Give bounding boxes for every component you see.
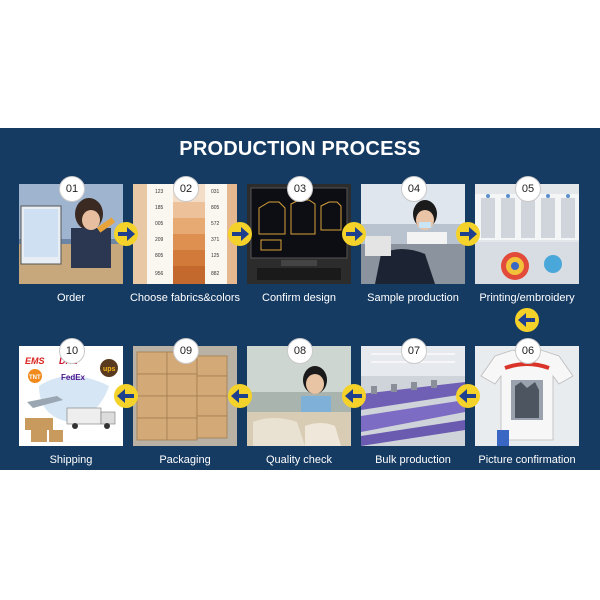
- swatch-code: 005: [155, 221, 164, 227]
- step-label: Confirm design: [262, 292, 336, 304]
- step-number-badge: 06: [515, 338, 541, 364]
- step-number-badge: 04: [401, 176, 427, 202]
- right-arrow-icon: [228, 222, 252, 246]
- swatch-code: 572: [211, 221, 220, 227]
- right-arrow-icon: [456, 222, 480, 246]
- left-arrow-icon: [515, 308, 539, 332]
- carrier-logo-ems: EMS: [25, 356, 45, 366]
- step-label: Quality check: [265, 454, 333, 466]
- step-label: Printing/embroidery: [479, 292, 575, 304]
- swatch-code: 882: [211, 271, 220, 277]
- page-title: PRODUCTION PROCESS: [179, 138, 421, 160]
- carrier-logo-tnt: TNT: [29, 375, 41, 381]
- step-number-badge: 03: [287, 176, 313, 202]
- left-arrow-icon: [342, 384, 366, 408]
- swatch-code: 371: [211, 237, 220, 243]
- left-arrow-icon: [456, 384, 480, 408]
- step-number-badge: 09: [173, 338, 199, 364]
- step-label: Sample production: [367, 292, 459, 304]
- right-arrow-icon: [342, 222, 366, 246]
- swatch-code: 956: [155, 271, 164, 277]
- step-number-badge: 05: [515, 176, 541, 202]
- step-label: Bulk production: [375, 454, 451, 466]
- step-number-badge: 01: [59, 176, 85, 202]
- carrier-logo-ups: ups: [103, 366, 116, 373]
- step-label: Shipping: [49, 454, 93, 466]
- swatch-code: 185: [155, 205, 164, 211]
- left-arrow-icon: [228, 384, 252, 408]
- step-number-badge: 07: [401, 338, 427, 364]
- step-label: Packaging: [159, 454, 211, 466]
- swatch-code: 209: [155, 237, 164, 243]
- swatch-code: 031: [211, 189, 220, 195]
- swatch-code: 125: [211, 253, 220, 259]
- step-number-badge: 08: [287, 338, 313, 364]
- step-label: Order: [56, 292, 86, 304]
- step-label: Picture confirmation: [478, 454, 576, 466]
- swatch-code: 123: [155, 189, 164, 195]
- step-number-badge: 10: [59, 338, 85, 364]
- swatch-code: 805: [211, 205, 220, 211]
- step-number-badge: 02: [173, 176, 199, 202]
- right-arrow-icon: [114, 222, 138, 246]
- swatch-code: 805: [155, 253, 164, 259]
- left-arrow-icon: [114, 384, 138, 408]
- step-label: Choose fabrics&colors: [129, 292, 241, 304]
- carrier-logo-fedex: FedEx: [61, 373, 86, 382]
